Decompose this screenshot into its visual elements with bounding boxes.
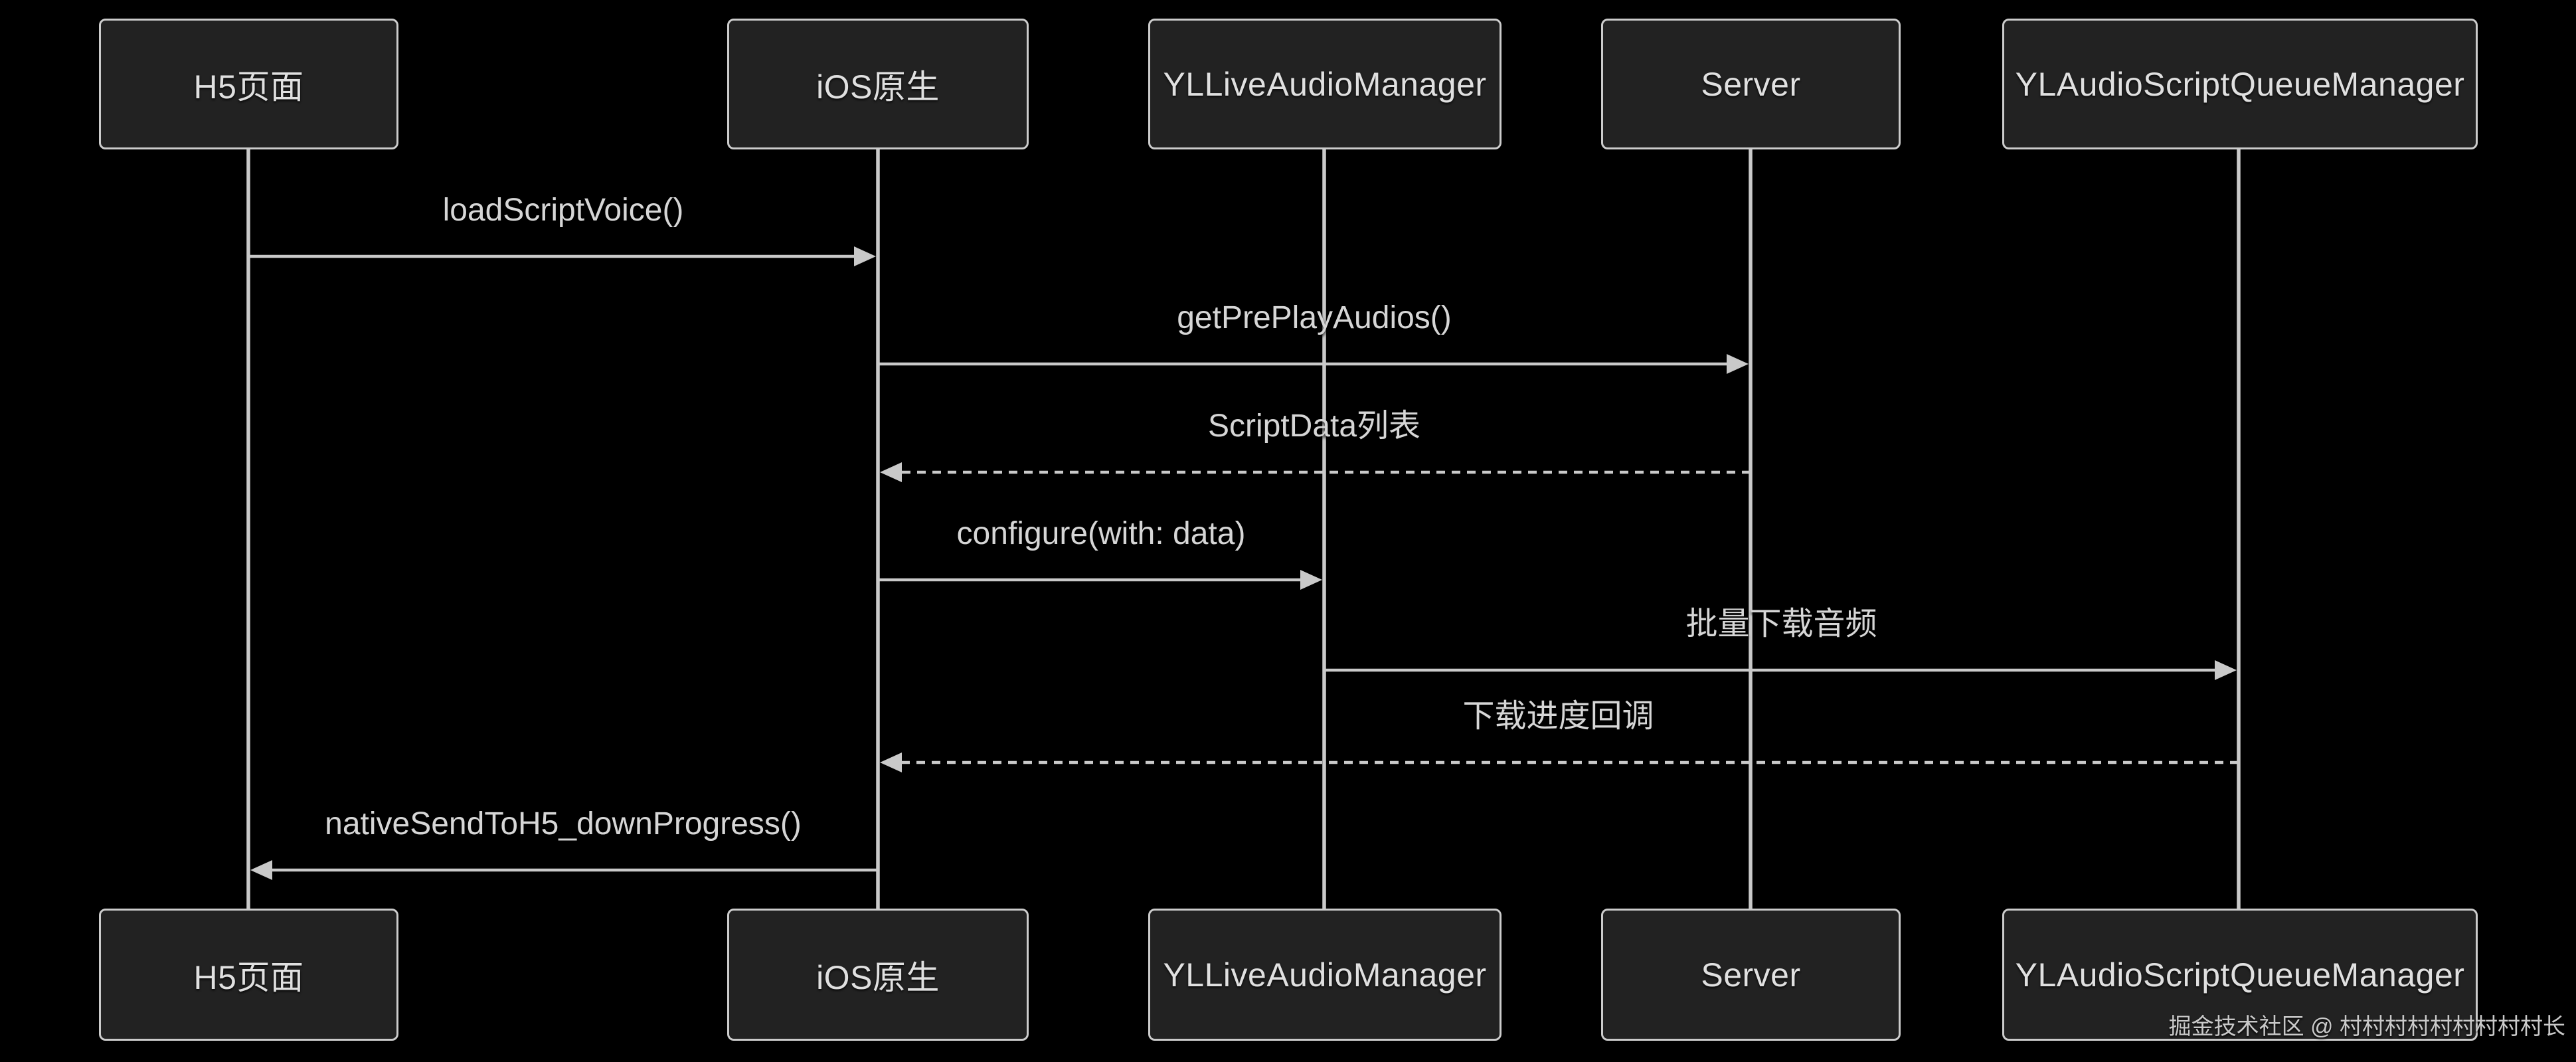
- actor-label: H5页面: [193, 958, 304, 996]
- actor-box-live-audio-manager-bottom: YLLiveAudioManager: [1148, 909, 1502, 1041]
- arrowhead-2: [880, 462, 902, 482]
- arrowhead-0: [854, 246, 876, 266]
- actor-box-ios-native-top: iOS原生: [727, 19, 1029, 149]
- arrowhead-1: [1727, 354, 1749, 374]
- arrowhead-3: [1300, 570, 1322, 590]
- arrowhead-4: [2215, 660, 2237, 680]
- actor-label: YLAudioScriptQueueManager: [2015, 956, 2465, 994]
- watermark: 掘金技术社区 @ 村村村村村村村村村长: [2168, 1014, 2565, 1039]
- actor-box-audio-script-queue-manager-top: YLAudioScriptQueueManager: [2002, 19, 2478, 149]
- message-label-4: 批量下载音频: [1685, 606, 1877, 642]
- actor-label: YLLiveAudioManager: [1163, 65, 1487, 103]
- actor-box-ios-native-bottom: iOS原生: [727, 909, 1029, 1041]
- message-label-3: configure(with: data): [956, 515, 1246, 551]
- arrowhead-5: [880, 752, 902, 772]
- actor-box-audio-script-queue-manager-bottom: YLAudioScriptQueueManager: [2002, 909, 2478, 1041]
- actor-label: YLLiveAudioManager: [1163, 956, 1487, 994]
- actor-label: Server: [1701, 956, 1801, 994]
- message-label-1: getPrePlayAudios(): [1177, 300, 1452, 335]
- message-label-5: 下载进度回调: [1462, 698, 1654, 734]
- message-label-2: ScriptData列表: [1207, 408, 1421, 444]
- message-label-6: nativeSendToH5_downProgress(): [325, 806, 802, 841]
- actor-label: YLAudioScriptQueueManager: [2015, 65, 2465, 103]
- actor-box-server-bottom: Server: [1601, 909, 1901, 1041]
- actor-label: H5页面: [193, 68, 304, 106]
- actor-label: Server: [1701, 65, 1801, 103]
- actor-box-live-audio-manager-top: YLLiveAudioManager: [1148, 19, 1502, 149]
- actor-box-h5-page-bottom: H5页面: [99, 909, 398, 1041]
- arrowhead-6: [250, 860, 272, 880]
- actor-label: iOS原生: [816, 68, 940, 106]
- actor-label: iOS原生: [816, 958, 940, 996]
- actor-box-h5-page-top: H5页面: [99, 19, 398, 149]
- message-label-0: loadScriptVoice(): [442, 192, 684, 228]
- actor-box-server-top: Server: [1601, 19, 1901, 149]
